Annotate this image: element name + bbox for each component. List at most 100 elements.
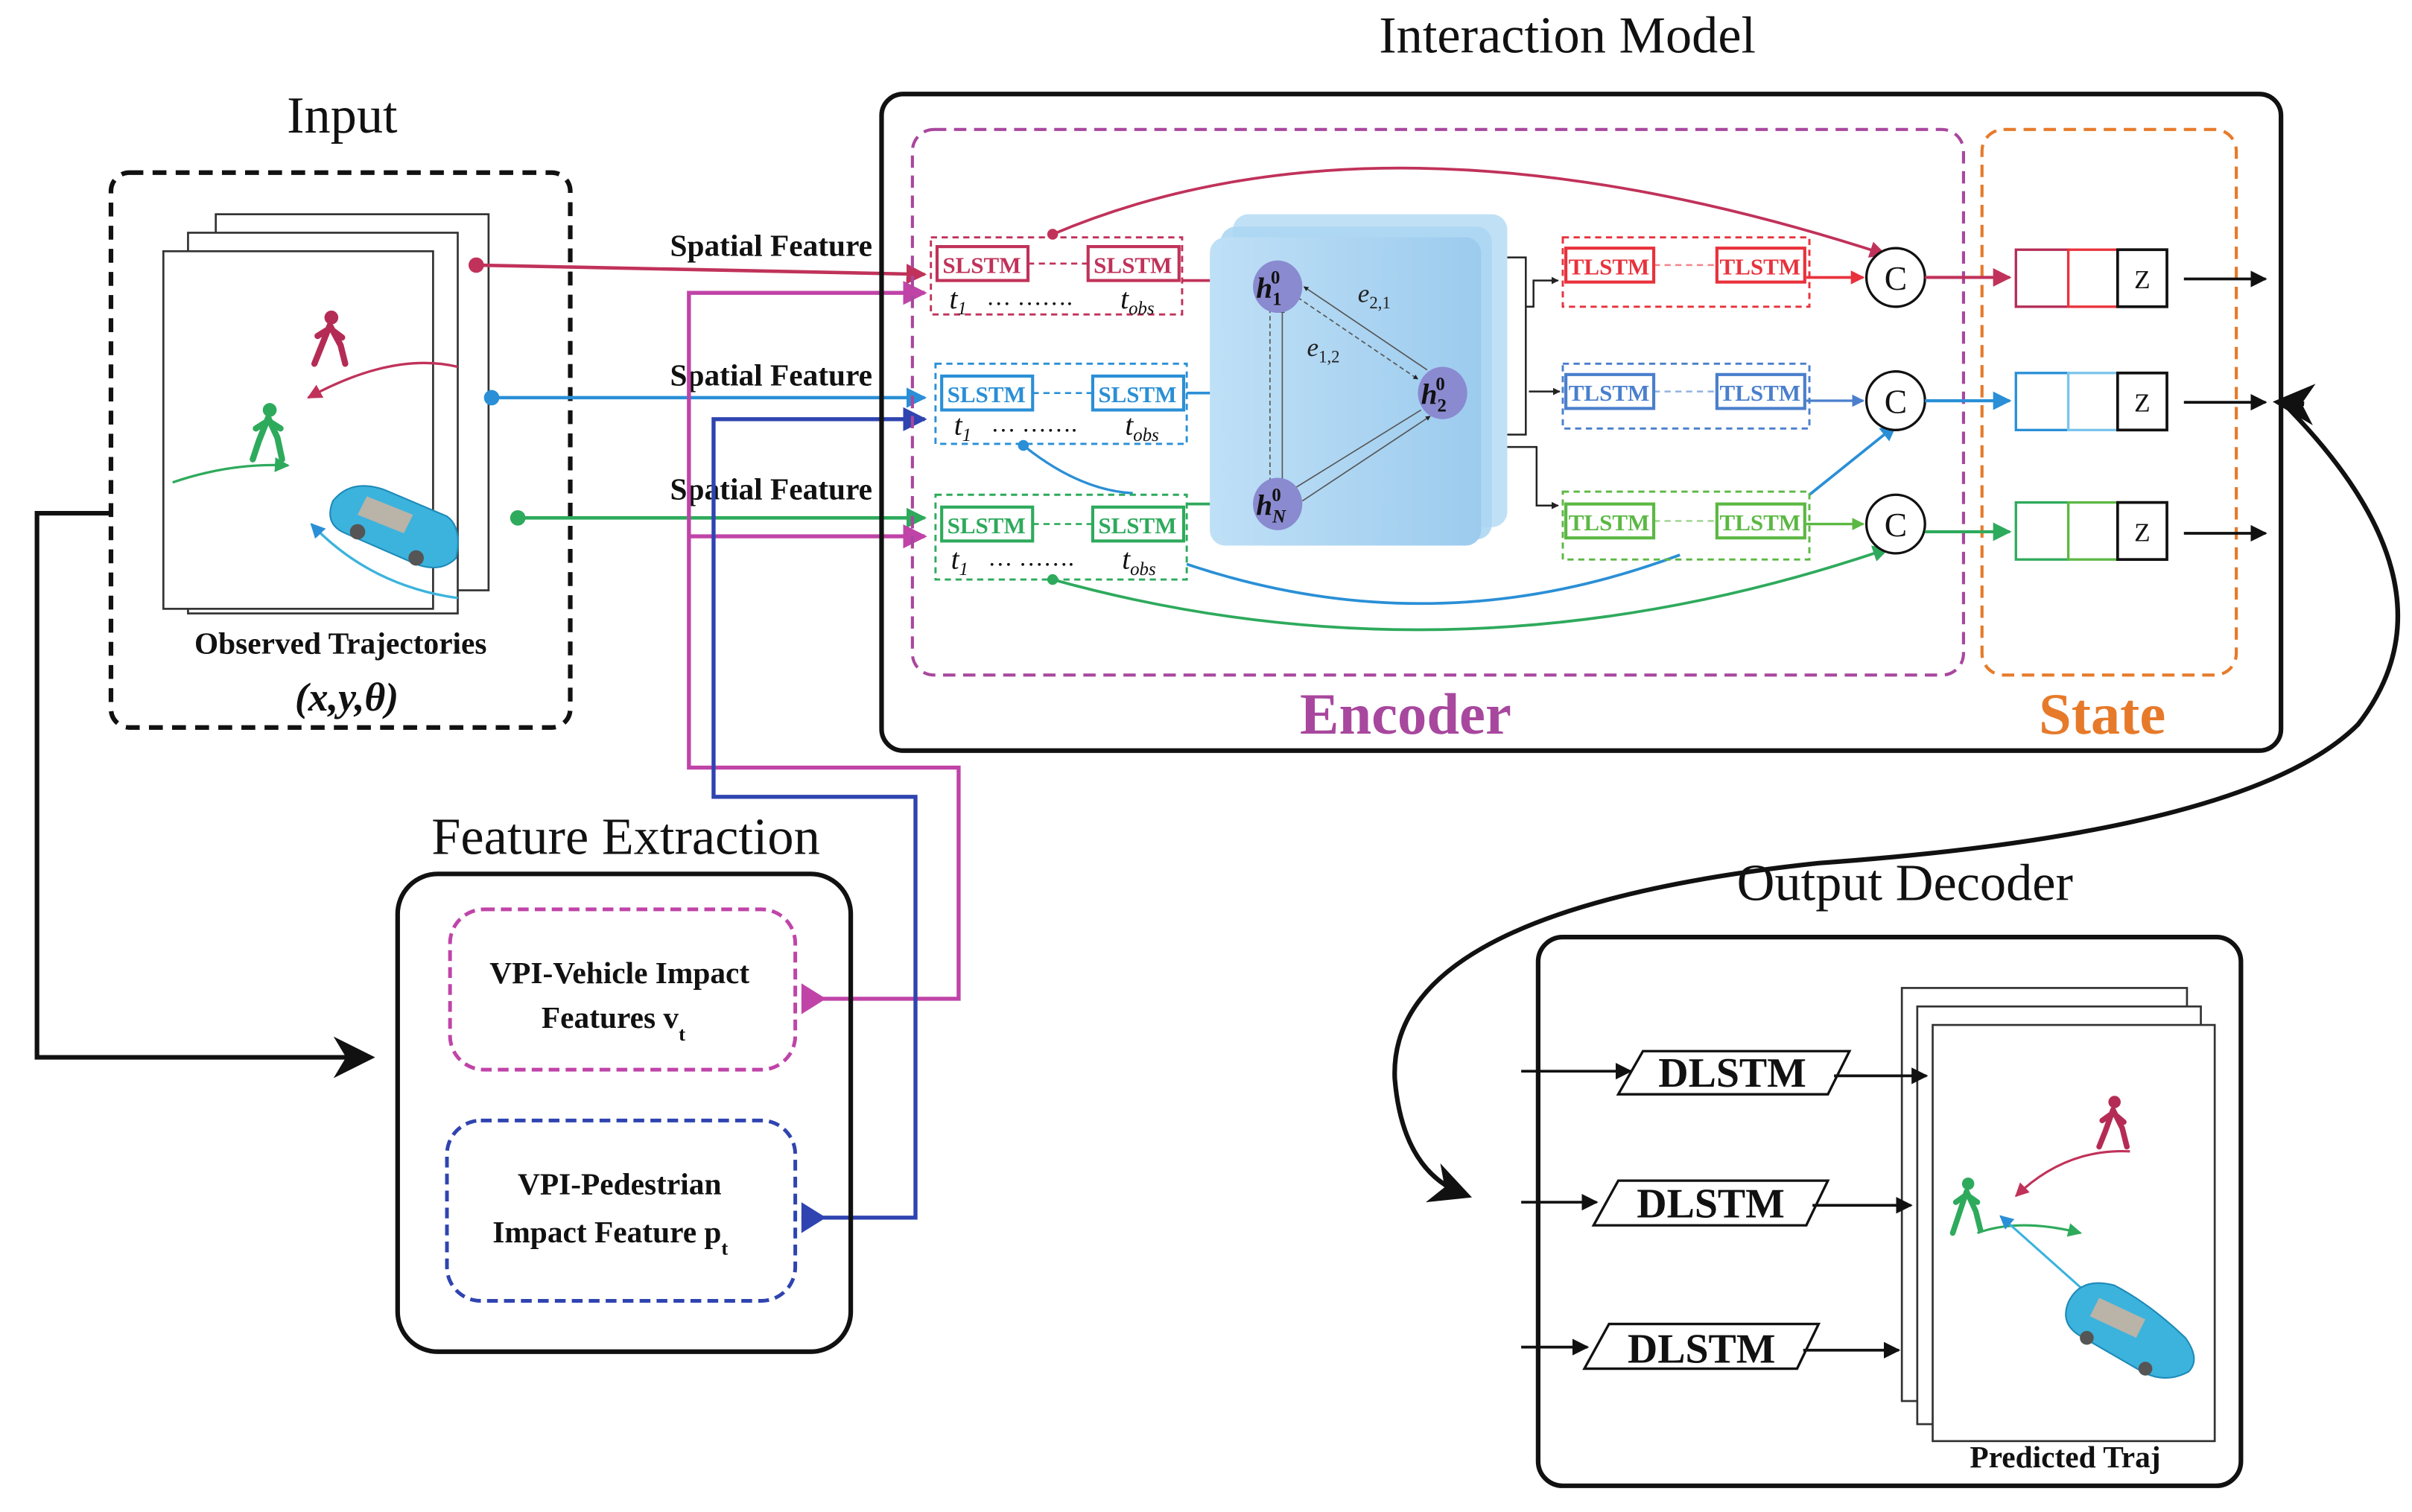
node-h2-label: h20 (1421, 375, 1447, 416)
state-vector-red: Z (2014, 248, 2267, 308)
tlstm-row-red: TLSTM TLSTM (1561, 236, 1865, 308)
observed-trajectory-frames (162, 213, 490, 614)
pedestrian-red-icon (311, 310, 349, 367)
decoder-feedback-arrowhead (2272, 384, 2316, 425)
tlstm-cell-first-label: TLSTM (1569, 509, 1650, 536)
time-end: tobs (1122, 543, 1155, 579)
state-label: State (2039, 682, 2165, 747)
slstm-cell-first-label: SLSTM (948, 381, 1026, 407)
green-trajectory-path (172, 457, 290, 484)
state-cell (2066, 248, 2119, 308)
dlstm-cell-3[interactable]: DLSTM (1521, 1322, 1901, 1373)
slstm-cell-first[interactable] (935, 245, 1030, 282)
interaction-model-section: Interaction Model Encoder State SLSTM SL… (879, 6, 2284, 753)
concat-node-blue[interactable]: C (1864, 370, 1926, 431)
state-dashed-box (1980, 127, 2238, 677)
edge-h2-h1 (1303, 286, 1428, 371)
latent-z-label: Z (2134, 518, 2150, 547)
spatial-feature-connectors: Spatial Feature Spatial Feature Spatial … (468, 229, 927, 528)
blue-skip-dot (1018, 439, 1029, 451)
frame-front (162, 250, 434, 610)
pedestrian-impact-module[interactable]: VPI-Pedestrian Impact Feature pt (445, 1118, 826, 1303)
slstm-group-box (934, 362, 1188, 445)
blue-trajectory-path (310, 523, 458, 600)
slstm-group-box (934, 493, 1188, 581)
concat-node-red[interactable]: C (1864, 247, 1926, 308)
feature-extraction-box (395, 871, 854, 1354)
edge-h1-h2 (1297, 296, 1419, 380)
tlstm-cell-last[interactable] (1715, 372, 1806, 410)
edge-label-e12: e1,2 (1307, 333, 1340, 366)
edge-label-e21: e2,1 (1358, 279, 1391, 312)
time-end: tobs (1125, 409, 1158, 445)
tlstm-cell-first[interactable] (1564, 502, 1656, 540)
dlstm-label: DLSTM (1658, 1050, 1806, 1096)
node-h1-label: h10 (1256, 268, 1281, 310)
slstm-row-blue: SLSTM SLSTM t1 … ……. tobs (934, 362, 1417, 445)
state-cell (2014, 248, 2070, 308)
input-title: Input (287, 86, 398, 144)
node-h1[interactable] (1253, 260, 1303, 314)
vehicle-impact-line1: VPI-Vehicle Impact (489, 956, 749, 990)
tlstm-cell-first[interactable] (1564, 247, 1656, 284)
predicted-green-path (1977, 1223, 2082, 1237)
predicted-red-path (2014, 1149, 2130, 1198)
node-hN[interactable] (1253, 477, 1303, 530)
slstm-cell-last[interactable] (1091, 374, 1186, 412)
tlstm-cell-last-label: TLSTM (1720, 509, 1801, 536)
latent-z-cell (2116, 501, 2168, 562)
concat-label: C (1885, 506, 1907, 544)
red-skip-arrow (1052, 166, 1887, 258)
state-cell (2014, 372, 2070, 431)
vehicle-impact-box (448, 907, 798, 1072)
time-end: tobs (1120, 282, 1154, 319)
predicted-blue-path (1999, 1215, 2086, 1293)
input-section: Input (108, 86, 573, 730)
pedestrian-output-port-icon (801, 1202, 826, 1233)
vehicle-blue-icon (329, 485, 459, 569)
tlstm-cell-last-label: TLSTM (1720, 253, 1801, 279)
encoder-label: Encoder (1300, 682, 1511, 747)
predicted-pedestrian-green-icon (1949, 1177, 1984, 1236)
latent-z-cell (2116, 248, 2168, 308)
pedestrian-impact-line1: VPI-Pedestrian (518, 1167, 721, 1201)
latent-z-cell (2116, 371, 2168, 432)
output-decoder-title: Output Decoder (1737, 854, 2073, 912)
red-trajectory-path (307, 361, 458, 399)
slstm-cell-first-label: SLSTM (942, 252, 1021, 278)
time-start: t1 (950, 282, 967, 319)
node-h2[interactable] (1418, 366, 1467, 419)
latent-z-label: Z (2134, 389, 2150, 418)
vehicle-impact-module[interactable]: VPI-Vehicle Impact Features vt (448, 907, 826, 1072)
tlstm-row-blue: TLSTM TLSTM (1561, 362, 1865, 430)
slstm-cell-last[interactable] (1091, 505, 1186, 543)
pedestrian-feature-line (711, 407, 927, 1220)
tlstm-cell-last[interactable] (1715, 502, 1806, 540)
time-dots: … ……. (988, 544, 1074, 571)
concat-node-green[interactable]: C (1864, 493, 1926, 555)
state-vector-blue: Z (2014, 371, 2267, 432)
vehicle-output-port-icon (801, 983, 826, 1014)
red-spatial-arrow (476, 263, 927, 285)
vehicle-feature-line-top (687, 281, 961, 1001)
dlstm-label: DLSTM (1628, 1326, 1776, 1372)
time-start: t1 (951, 543, 968, 579)
dlstm-cell-1[interactable]: DLSTM (1521, 1049, 1929, 1096)
output-decoder-section: Output Decoder Predicted Traj DLSTM (1521, 854, 2244, 1488)
edge-hN-h2 (1301, 416, 1431, 502)
graph-interaction-panel: h10 h20 hN0 e2,1 e1,2 (1210, 214, 1508, 546)
slstm-cell-last[interactable] (1086, 245, 1181, 282)
tlstm-cell-last[interactable] (1715, 247, 1806, 284)
pedestrian-impact-line2: Impact Feature pt (492, 1215, 728, 1260)
output-decoder-box (1535, 935, 2244, 1488)
dlstm-parallelogram (1582, 1322, 1821, 1370)
slstm-group-box (930, 236, 1184, 316)
dlstm-cell-2[interactable]: DLSTM (1521, 1179, 1913, 1227)
time-start: t1 (954, 409, 971, 445)
spatial-feature-label-2: Spatial Feature (670, 358, 872, 392)
tlstm-group-box (1561, 362, 1811, 430)
feature-extraction-section: Feature Extraction VPI-Vehicle Impact Fe… (395, 807, 854, 1354)
tlstm-cell-first-label: TLSTM (1569, 380, 1650, 406)
spatial-feature-label-3: Spatial Feature (670, 471, 872, 506)
